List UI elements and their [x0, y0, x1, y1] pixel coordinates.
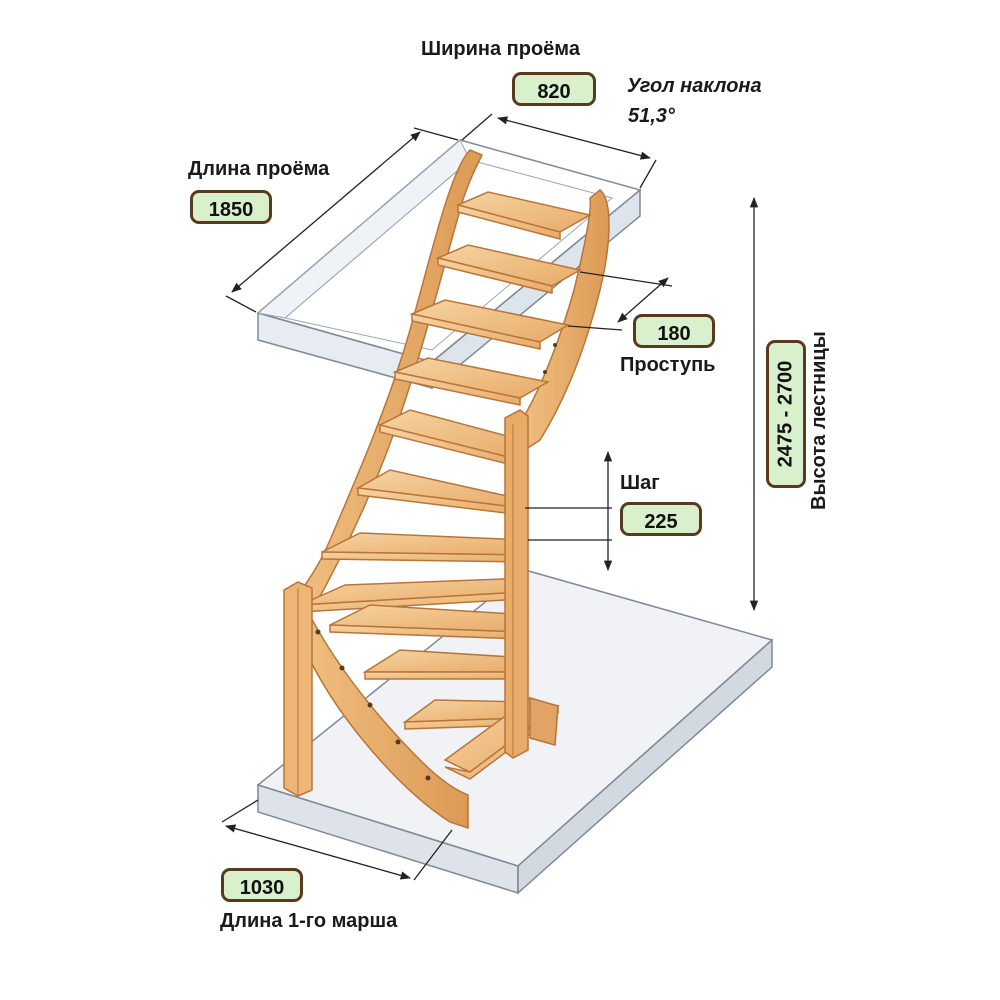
step-label: Шаг	[620, 472, 660, 494]
incline-angle-value: 51,3°	[628, 105, 675, 127]
treads-upper	[392, 191, 593, 406]
opening-length-label: Длина проёма	[188, 158, 330, 180]
treads-winder	[299, 409, 530, 613]
opening-width-badge: 820	[512, 72, 596, 106]
opening-width-label: Ширина проёма	[421, 38, 580, 60]
first-flight-label: Длина 1-го марша	[220, 910, 398, 932]
middle-newel-post	[504, 409, 529, 759]
opening-length-badge: 1850	[190, 190, 272, 224]
opening-width-dimension	[461, 113, 657, 189]
step-dimension	[525, 450, 613, 572]
stair-height-badge: 2475 - 2700	[766, 340, 806, 488]
first-flight-dimension	[221, 799, 453, 881]
opening-length-dimension	[225, 127, 459, 313]
front-stringer-upper	[521, 189, 610, 454]
first-flight-badge: 1030	[221, 868, 303, 902]
stair-height-value: 2475 - 2700	[774, 360, 797, 468]
stringer-bolts	[315, 343, 557, 781]
tread-dimension	[567, 271, 673, 331]
tread-label: Проступь	[620, 354, 716, 376]
tread-badge: 180	[633, 314, 715, 348]
stair-height-label: Высота лестницы	[808, 331, 830, 510]
lower-newel-post	[283, 581, 313, 797]
incline-angle-label: Угол наклона	[627, 75, 762, 97]
step-badge: 225	[620, 502, 702, 536]
